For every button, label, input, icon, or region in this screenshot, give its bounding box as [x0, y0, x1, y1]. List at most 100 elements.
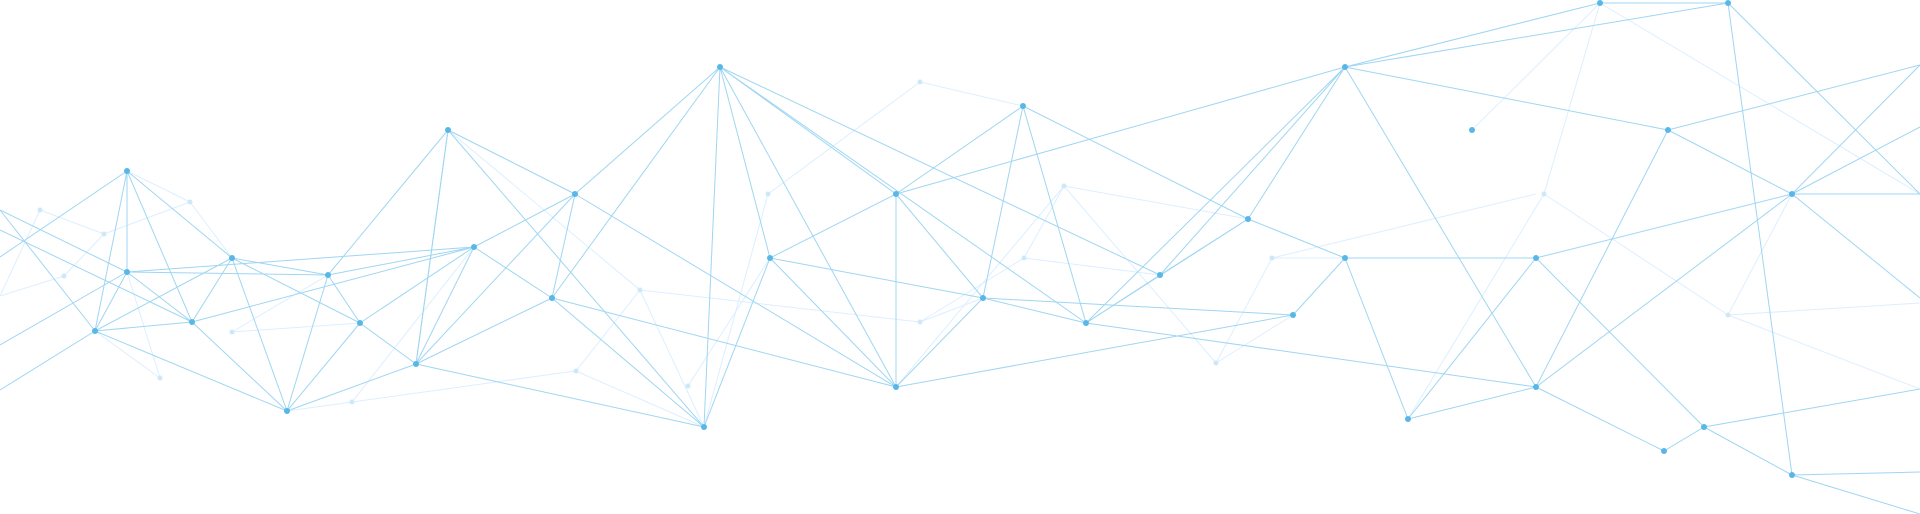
- network-node: [1725, 0, 1731, 6]
- network-edge: [982, 297, 1294, 316]
- network-edge: [719, 66, 897, 388]
- network-edge-faint: [1543, 193, 1729, 316]
- network-edge: [473, 193, 576, 248]
- network-edge: [447, 129, 576, 195]
- network-node: [1533, 384, 1539, 390]
- network-node: [413, 361, 419, 367]
- network-edge-faint: [1407, 193, 1545, 420]
- network-edge-faint: [126, 271, 161, 379]
- network-edge: [94, 257, 233, 332]
- network-edge: [895, 66, 1346, 195]
- network-edge-faint: [703, 193, 769, 428]
- network-edge: [1663, 426, 1705, 452]
- network-node-faint: [765, 191, 771, 197]
- network-node: [767, 255, 773, 261]
- network-node: [893, 191, 899, 197]
- network-node: [549, 295, 555, 301]
- network-node: [1020, 103, 1026, 109]
- network-edge-faint: [286, 401, 353, 412]
- network-node-faint: [349, 399, 355, 405]
- network-edge: [191, 321, 288, 412]
- network-node: [1245, 216, 1251, 222]
- network-node: [229, 255, 235, 261]
- network-edge: [551, 297, 897, 388]
- network-edge: [1085, 322, 1537, 388]
- network-node: [357, 320, 363, 326]
- network-edge-faint: [1727, 193, 1793, 316]
- network-edge-faint: [919, 297, 984, 323]
- network-node-faint: [187, 199, 193, 205]
- network-edge: [94, 271, 128, 332]
- network-node-faint: [37, 207, 43, 213]
- network-edge: [703, 66, 721, 428]
- network-edge: [1535, 193, 1793, 259]
- network-node-faint: [101, 231, 107, 237]
- network-edge: [1407, 257, 1537, 420]
- network-edge: [415, 193, 576, 365]
- network-node-faint: [61, 273, 67, 279]
- network-node-faint: [1213, 360, 1219, 366]
- network-edge-faint: [1215, 314, 1294, 364]
- network-edge: [895, 105, 1024, 195]
- network-edge-faint: [687, 257, 771, 387]
- network-edge: [415, 246, 475, 365]
- network-node-faint: [1061, 183, 1067, 189]
- network-node: [325, 272, 331, 278]
- network-edge: [1727, 2, 1920, 195]
- network-edge: [94, 170, 128, 332]
- network-edge: [286, 322, 361, 412]
- network-edge: [551, 66, 721, 299]
- network-edge: [447, 129, 705, 428]
- network-edge: [1022, 105, 1087, 324]
- network-edge: [1791, 474, 1920, 514]
- network-node-faint: [157, 375, 163, 381]
- network-node: [471, 244, 477, 250]
- network-edge: [1791, 193, 1920, 299]
- network-node: [1157, 272, 1163, 278]
- network-edge: [286, 363, 417, 412]
- faint-edges: [0, 2, 1920, 428]
- network-edge-faint: [895, 185, 1065, 388]
- network-edge: [231, 257, 288, 412]
- network-node: [1665, 127, 1671, 133]
- network-edge: [1292, 257, 1346, 316]
- network-edge: [231, 257, 329, 276]
- network-edge: [126, 246, 475, 273]
- network-node: [284, 408, 290, 414]
- network-edge-faint: [639, 289, 921, 323]
- network-edge: [574, 193, 897, 388]
- network-node: [701, 424, 707, 430]
- network-edge: [231, 257, 361, 324]
- network-edge: [719, 66, 897, 195]
- network-node: [1533, 255, 1539, 261]
- network-node: [1469, 127, 1475, 133]
- network-edge: [769, 257, 897, 388]
- network-edge: [1703, 426, 1793, 476]
- network-edge: [1159, 66, 1346, 276]
- network-edge: [719, 66, 771, 259]
- network-edge: [359, 246, 475, 324]
- network-edge-faint: [231, 274, 329, 333]
- network-edge: [1344, 66, 1669, 131]
- network-edge: [895, 314, 1294, 388]
- network-edge-faint: [1471, 2, 1601, 131]
- network-edge-faint: [639, 289, 705, 428]
- network-edge-faint: [39, 209, 105, 235]
- network-node: [445, 127, 451, 133]
- network-node: [1083, 320, 1089, 326]
- network-edge-faint: [1727, 314, 1920, 390]
- network-edge: [0, 170, 128, 258]
- network-edge: [415, 363, 705, 428]
- network-edge: [1085, 274, 1161, 324]
- network-edge: [0, 209, 96, 332]
- network-node-faint: [1021, 255, 1027, 261]
- network-edge: [1344, 2, 1601, 68]
- network-edge-faint: [1543, 2, 1601, 195]
- network-edge-faint: [0, 209, 41, 297]
- network-edge-faint: [94, 330, 161, 379]
- network-edge-faint: [351, 246, 475, 403]
- network-edge-faint: [1063, 185, 1249, 220]
- network-node: [124, 269, 130, 275]
